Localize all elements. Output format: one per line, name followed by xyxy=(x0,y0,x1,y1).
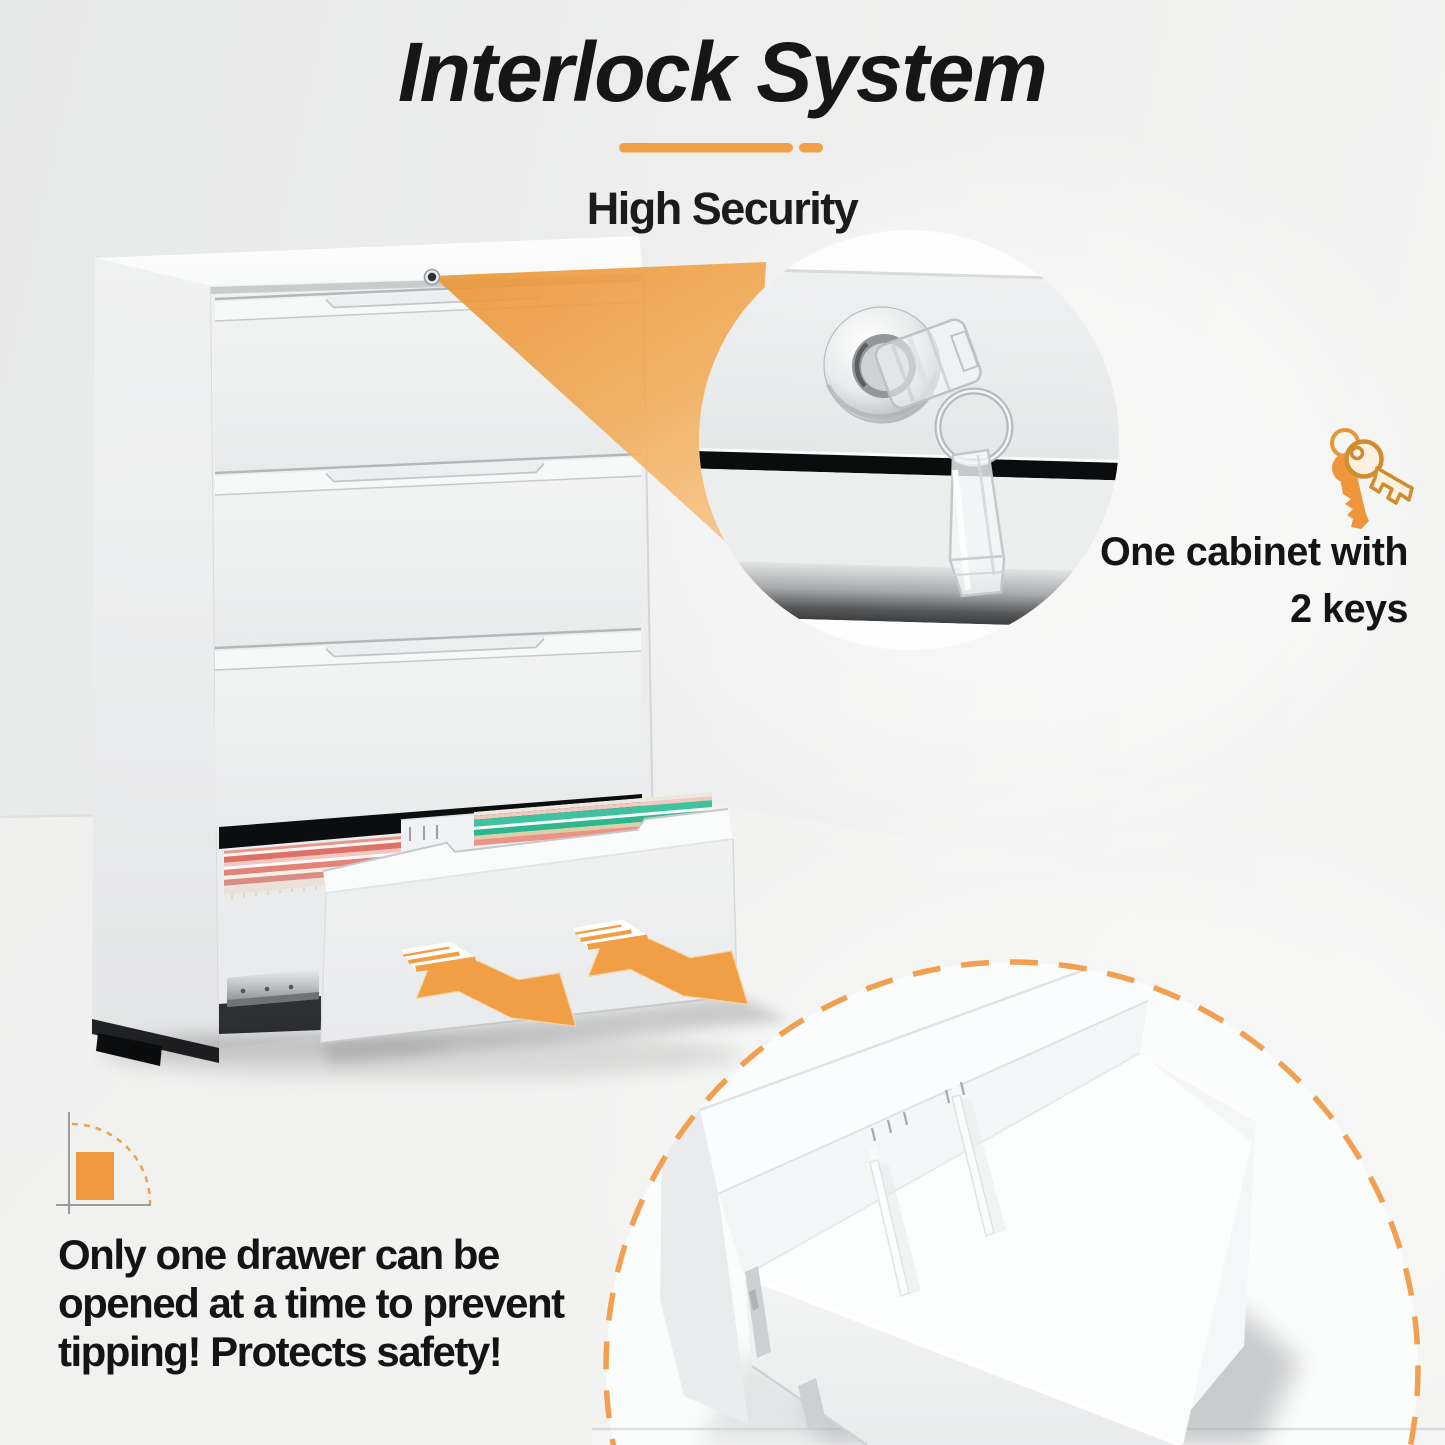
svg-text:Only one drawer can be: Only one drawer can be xyxy=(58,1231,499,1278)
svg-text:2 keys: 2 keys xyxy=(1290,587,1408,631)
svg-text:tipping! Protects safety!: tipping! Protects safety! xyxy=(58,1328,501,1375)
svg-text:opened at a time to prevent: opened at a time to prevent xyxy=(58,1280,565,1327)
svg-text:High Security: High Security xyxy=(587,183,859,234)
svg-text:One cabinet with: One cabinet with xyxy=(1100,530,1408,574)
svg-text:Interlock System: Interlock System xyxy=(398,25,1046,119)
